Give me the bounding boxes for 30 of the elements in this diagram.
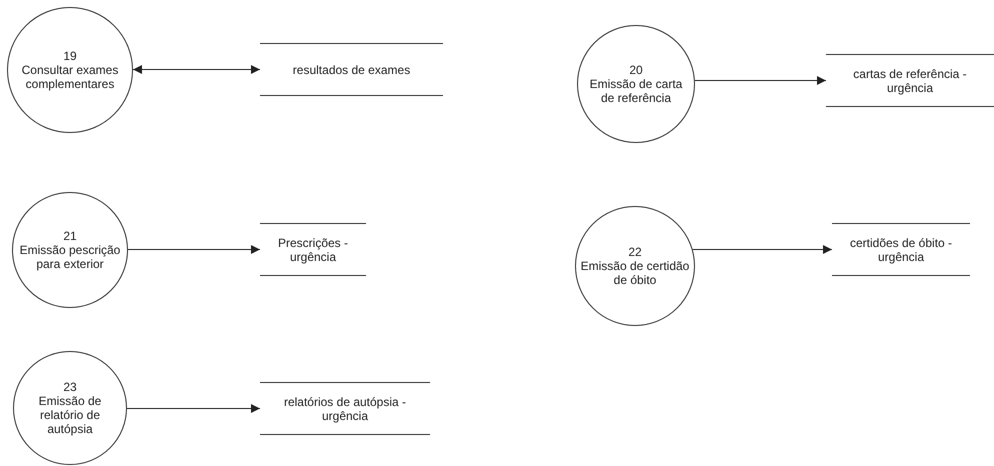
arrow xyxy=(126,404,260,413)
arrow xyxy=(128,245,260,254)
store-label: relatórios de autópsia - urgência xyxy=(282,394,408,422)
process-circle xyxy=(575,206,695,326)
arrow xyxy=(132,65,260,74)
process-circle xyxy=(7,7,133,133)
store-label: certidões de óbito - urgência xyxy=(848,236,954,264)
process-label: Consultar exames complementares xyxy=(20,63,120,91)
process-number: 22 xyxy=(628,245,642,259)
store-label: Prescrições - urgência xyxy=(276,236,349,264)
store-label: cartas de referência - urgência xyxy=(852,66,968,94)
process-number: 23 xyxy=(63,380,77,394)
arrow xyxy=(694,76,826,85)
data-store xyxy=(832,223,970,276)
data-store xyxy=(260,382,430,435)
process-label: Emissão de certidão de óbito xyxy=(580,259,690,287)
process-number: 20 xyxy=(629,63,643,77)
process-label: Emissão de relatório de autópsia xyxy=(38,394,102,436)
process-label: Emissão pescrição para exterior xyxy=(18,243,122,271)
process-circle xyxy=(13,351,127,465)
process-circle xyxy=(12,192,128,308)
data-store xyxy=(260,223,366,276)
process-circle xyxy=(577,25,695,143)
store-label: resultados de exames xyxy=(292,62,410,76)
arrow xyxy=(692,245,832,254)
process-number: 19 xyxy=(63,49,77,63)
data-store xyxy=(260,43,443,96)
process-label: Emissão de carta de referência xyxy=(588,77,684,105)
data-store xyxy=(826,54,994,107)
process-number: 21 xyxy=(63,229,77,243)
